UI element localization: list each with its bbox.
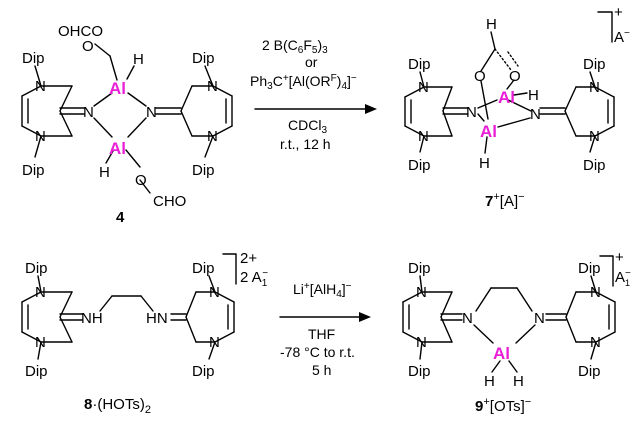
imidazole-ring-left-8 — [21, 275, 83, 360]
o-label: O — [509, 68, 521, 85]
condition-temperature: -78 °C to r.t. — [280, 344, 355, 360]
aluminacycle-9 — [473, 287, 536, 373]
n-label: N — [35, 78, 46, 95]
n-label: N — [207, 78, 218, 95]
imidazole-ring-right-7 — [539, 71, 615, 153]
cho-label: CHO — [153, 193, 186, 210]
imidazole-ring-left-4 — [21, 65, 85, 158]
compound-label-7: 7+[A]− — [485, 191, 525, 210]
n-label: N — [207, 128, 218, 145]
ethylene-linker-8 — [99, 295, 154, 312]
dip-label: Dip — [578, 260, 601, 277]
n-label: N — [209, 284, 220, 301]
counterion-label: A− — [614, 28, 630, 46]
al2n2-core-4 — [93, 43, 151, 194]
n-label: N — [83, 104, 94, 121]
o-label: O — [474, 68, 486, 85]
n-label: N — [35, 128, 46, 145]
al2n2-core-7 — [477, 31, 532, 154]
charge-bracket-9: + A1− — [599, 249, 631, 288]
compound-9: N N Dip Dip N N Al H H N N Dip Dip + A1−… — [402, 249, 631, 415]
imidazole-ring-left-7 — [404, 71, 469, 153]
compound-label-8: 8·(HOTs)2 — [84, 396, 151, 416]
n-label: N — [534, 310, 545, 327]
o-label: O — [135, 172, 147, 189]
imidazole-ring-left-9 — [402, 275, 463, 360]
condition-solvent: THF — [308, 326, 335, 342]
imidazole-ring-right-9 — [545, 275, 616, 360]
h-label: H — [484, 373, 495, 390]
condition-or: or — [305, 54, 318, 70]
h-label: H — [479, 155, 490, 172]
compound-label-9: 9+[OTs]− — [475, 396, 531, 415]
n-label: N — [35, 284, 46, 301]
charge-label: 2+ — [240, 250, 257, 267]
al-label: Al — [109, 79, 126, 98]
compound-4: N N Dip Dip N Al Al N O OHCO H H O CHO N… — [21, 23, 233, 226]
dip-label: Dip — [192, 50, 215, 67]
al-label: Al — [498, 88, 515, 107]
n-label: N — [209, 334, 220, 351]
n-label: N — [416, 334, 427, 351]
condition-reagent-1: 2 B(C6F5)3 — [262, 37, 328, 56]
ohco-label: OHCO — [58, 23, 103, 40]
nh-label: NH — [81, 310, 103, 327]
dip-label: Dip — [408, 363, 431, 380]
charge-label: + — [615, 249, 624, 266]
h-label: H — [99, 164, 110, 181]
imidazole-ring-right-8 — [170, 275, 235, 360]
condition-solvent: CDCl3 — [288, 117, 327, 136]
dip-label: Dip — [583, 56, 606, 73]
dip-label: Dip — [408, 157, 431, 174]
dip-label: Dip — [22, 50, 45, 67]
dip-label: Dip — [192, 162, 215, 179]
h-label: H — [528, 87, 539, 104]
h-label: H — [486, 16, 497, 33]
al-label: Al — [493, 344, 510, 363]
n-label: N — [589, 128, 600, 145]
compound-7: N N Dip Dip N H O O Al H Al N H N N Dip … — [404, 4, 630, 210]
imidazole-ring-right-4 — [155, 65, 233, 158]
compound-8: N N Dip Dip NH HN N N Dip Dip 2+ 2 A1− 8… — [21, 250, 268, 416]
n-label: N — [590, 284, 601, 301]
dip-label: Dip — [192, 260, 215, 277]
n-label: N — [35, 334, 46, 351]
n-label: N — [416, 284, 427, 301]
counterion-label: 2 A1− — [240, 268, 268, 289]
n-label: N — [462, 310, 473, 327]
condition-reagent: Li+[AlH4]− — [293, 281, 352, 300]
dip-label: Dip — [192, 363, 215, 380]
al-label: Al — [109, 139, 126, 158]
condition-time: 5 h — [312, 362, 331, 378]
dip-label: Dip — [25, 260, 48, 277]
counterion-label: A1− — [615, 268, 631, 288]
n-label: N — [418, 79, 429, 96]
al-label: Al — [480, 122, 497, 141]
n-label: N — [466, 104, 477, 121]
n-label: N — [418, 128, 429, 145]
compound-label-4: 4 — [116, 209, 125, 226]
dip-label: Dip — [408, 260, 431, 277]
condition-time: r.t., 12 h — [280, 136, 331, 152]
h-label: H — [513, 373, 524, 390]
reaction-arrow-top: 2 B(C6F5)3 or Ph3C+[Al(ORF)4]− CDCl3 r.t… — [250, 37, 377, 152]
n-label: N — [146, 104, 157, 121]
dip-label: Dip — [583, 157, 606, 174]
dip-label: Dip — [408, 56, 431, 73]
o-label: O — [82, 38, 94, 55]
reaction-arrow-bottom: Li+[AlH4]− THF -78 °C to r.t. 5 h — [279, 281, 371, 378]
dip-label: Dip — [22, 162, 45, 179]
condition-reagent-2: Ph3C+[Al(ORF)4]− — [250, 73, 357, 92]
n-label: N — [590, 334, 601, 351]
hn-label: HN — [146, 310, 168, 327]
charge-label: + — [614, 4, 623, 21]
dip-label: Dip — [25, 363, 48, 380]
charge-bracket-8: 2+ 2 A1− — [222, 250, 268, 289]
dip-label: Dip — [578, 363, 601, 380]
n-label: N — [530, 106, 541, 123]
charge-bracket-7: + A− — [597, 4, 630, 46]
h-label: H — [133, 51, 144, 68]
n-label: N — [589, 79, 600, 96]
